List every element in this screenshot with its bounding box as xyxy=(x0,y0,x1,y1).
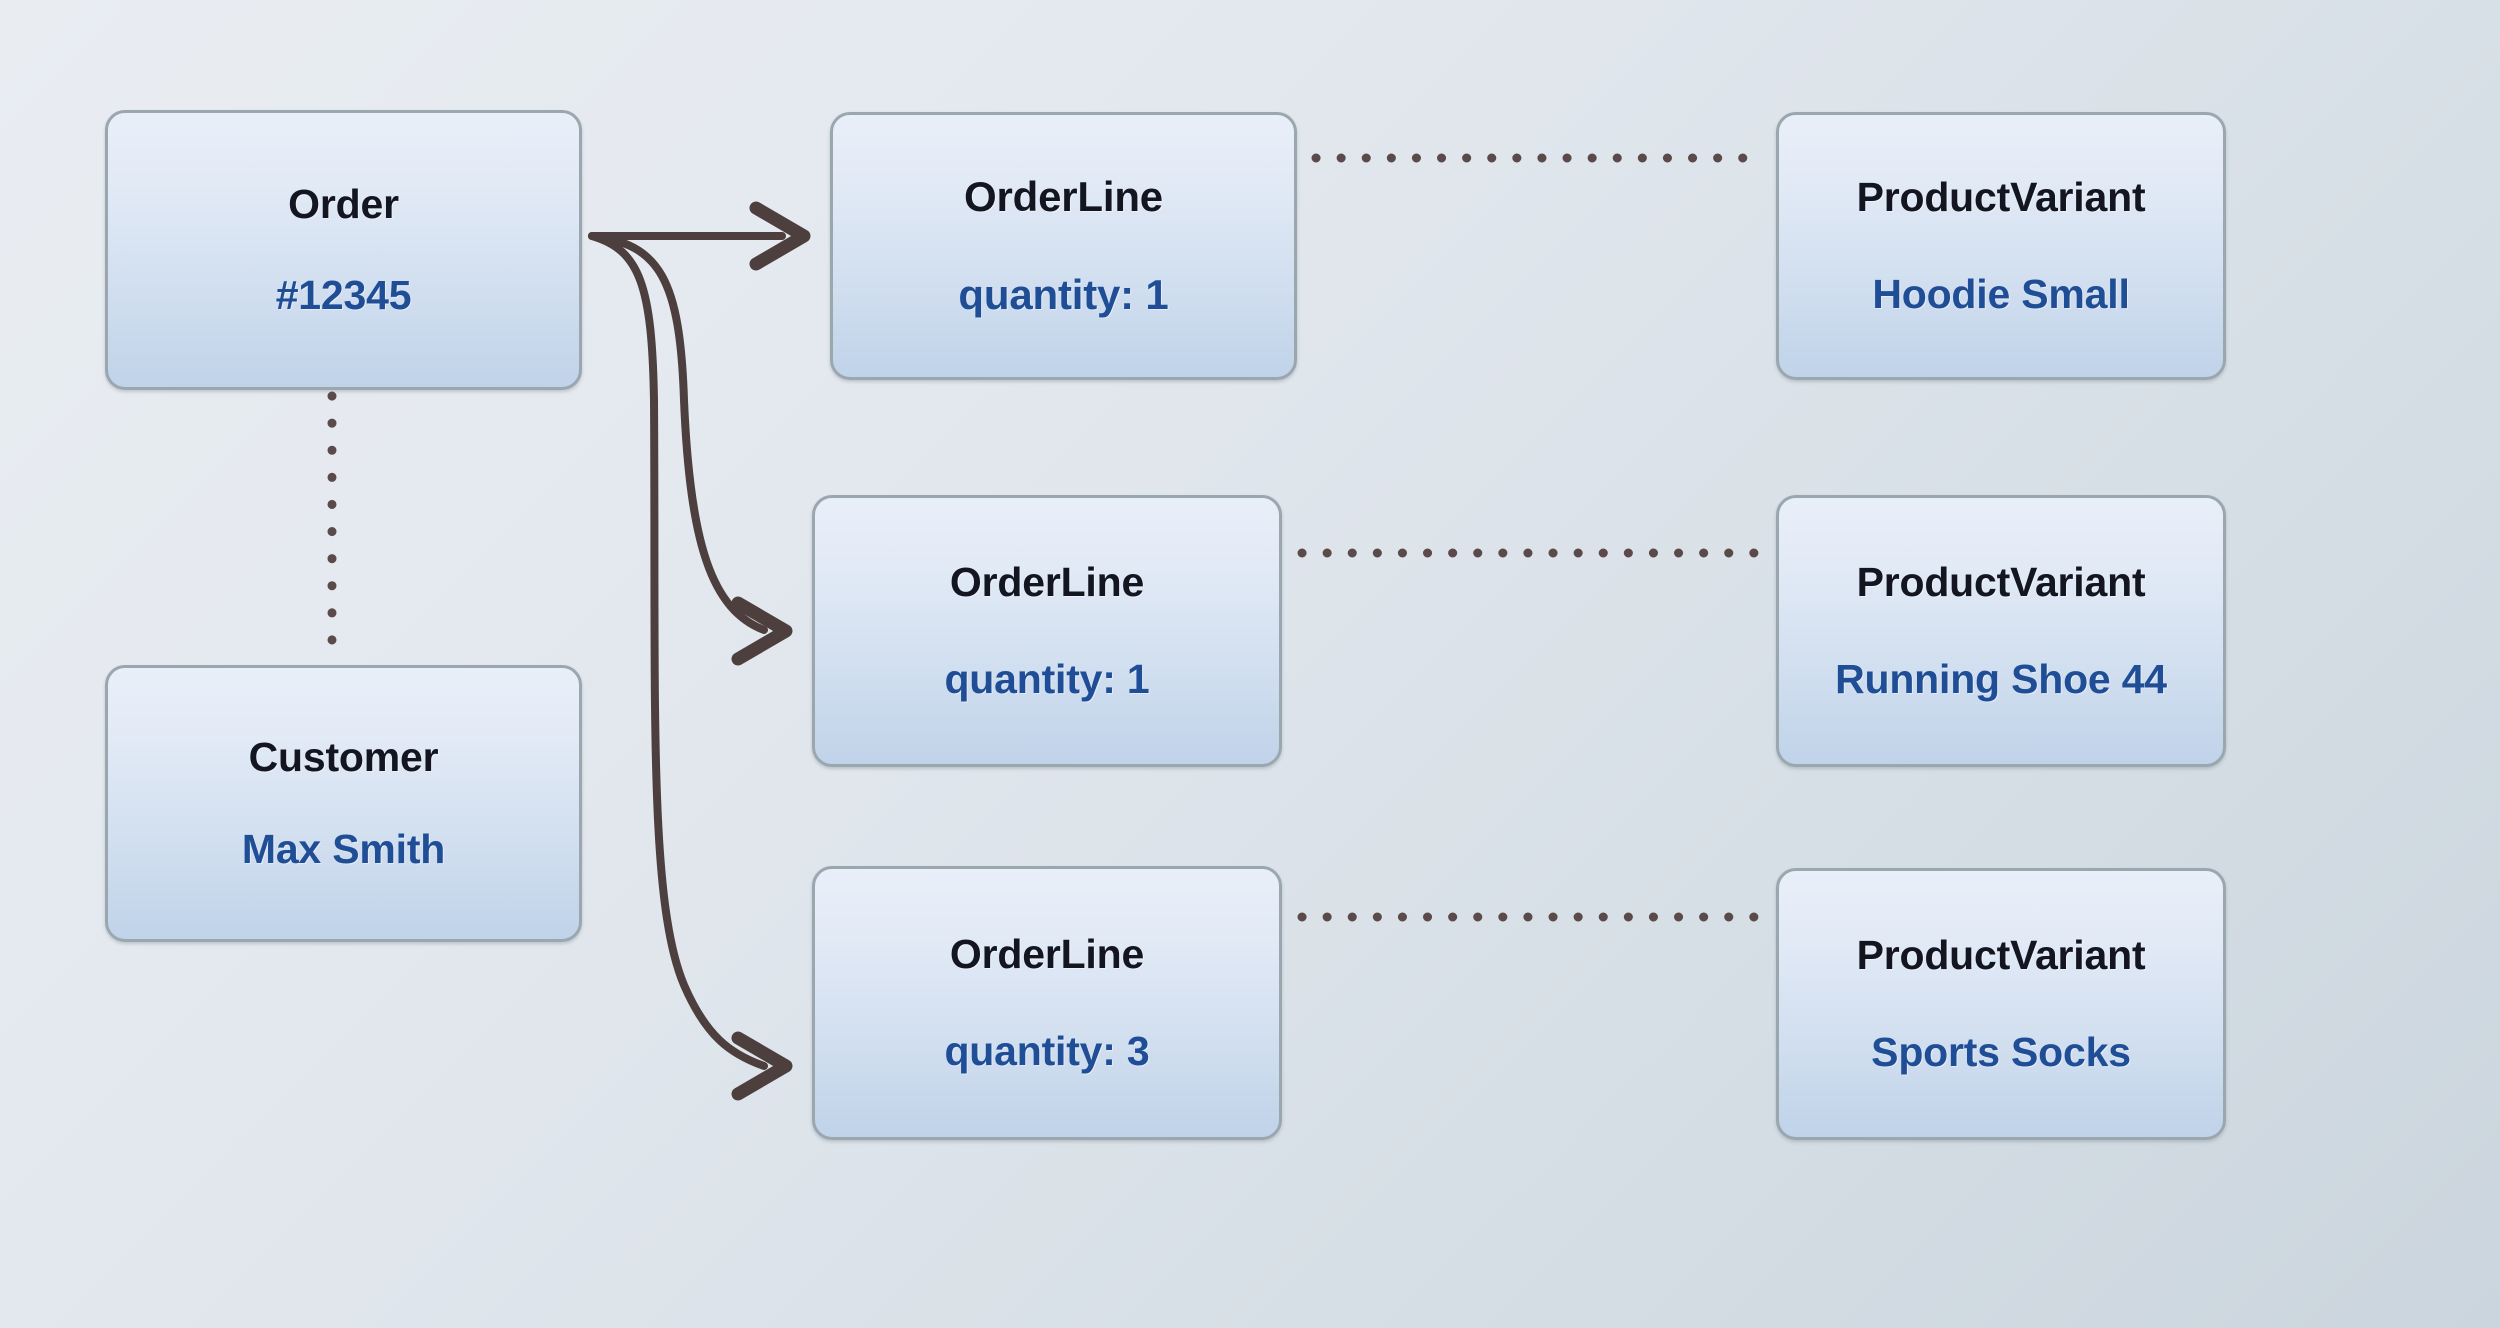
node-productvariant-2-value: Running Shoe 44 xyxy=(1835,656,2167,702)
edge-order-to-orderline-2 xyxy=(588,232,793,666)
edge-order-to-orderline-3 xyxy=(588,232,793,1101)
node-customer-value: Max Smith xyxy=(241,825,446,872)
node-orderline-2-value: quantity: 1 xyxy=(944,656,1150,702)
node-orderline-1-value: quantity: 1 xyxy=(958,271,1169,318)
node-productvariant-3-title: ProductVariant xyxy=(1856,931,2146,978)
node-productvariant-1-value: Hoodie Small xyxy=(1872,271,2130,317)
node-productvariant-1[interactable]: ProductVariant Hoodie Small xyxy=(1776,112,2226,380)
node-customer[interactable]: Customer Max Smith xyxy=(105,665,582,942)
node-productvariant-2[interactable]: ProductVariant Running Shoe 44 xyxy=(1776,495,2226,767)
edge-order-to-orderline-1 xyxy=(588,201,811,271)
node-productvariant-2-title: ProductVariant xyxy=(1856,558,2146,605)
node-order-title: Order xyxy=(288,180,399,227)
node-productvariant-3[interactable]: ProductVariant Sports Socks xyxy=(1776,868,2226,1140)
node-orderline-2-title: OrderLine xyxy=(949,558,1145,605)
node-productvariant-3-value: Sports Socks xyxy=(1871,1029,2131,1075)
node-productvariant-1-title: ProductVariant xyxy=(1856,173,2146,220)
node-orderline-1-title: OrderLine xyxy=(964,172,1163,220)
node-orderline-3[interactable]: OrderLine quantity: 3 xyxy=(812,866,1282,1140)
node-orderline-2[interactable]: OrderLine quantity: 1 xyxy=(812,495,1282,767)
node-order[interactable]: Order #12345 xyxy=(105,110,582,390)
node-order-value: #12345 xyxy=(275,272,412,318)
node-orderline-3-value: quantity: 3 xyxy=(944,1028,1150,1074)
node-customer-title: Customer xyxy=(248,734,439,781)
node-orderline-1[interactable]: OrderLine quantity: 1 xyxy=(830,112,1297,380)
node-orderline-3-title: OrderLine xyxy=(949,930,1145,977)
